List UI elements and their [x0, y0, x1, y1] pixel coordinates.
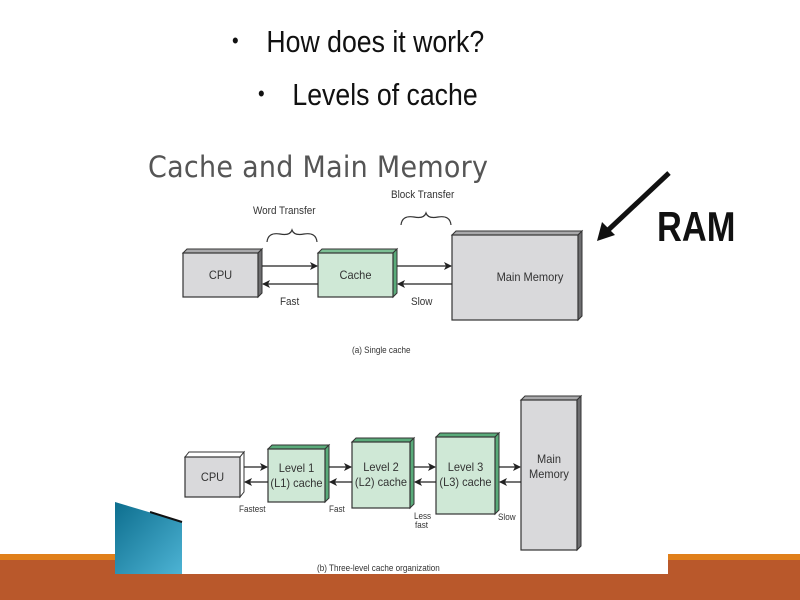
box-cpu-single [181, 247, 264, 299]
box-label-main-memory-three: Main Memory [523, 452, 575, 492]
label-slow: Slow [411, 296, 433, 308]
bullet-item: • How does it work? [232, 24, 484, 60]
box-l3-cache [434, 431, 501, 516]
box-label-line: Level 1 [278, 460, 315, 475]
label-fast: Fast [280, 296, 300, 308]
box-label-line: (L3) cache [439, 475, 492, 489]
ram-arrow-shaft [602, 171, 671, 236]
label-fast-lower: fast [415, 520, 429, 530]
label-fast-three: Fast [329, 504, 345, 514]
figure-title: Cache and Main Memory [148, 150, 489, 184]
bullet-text: How does it work? [266, 24, 485, 59]
figure-image-area [182, 140, 668, 574]
box-cpu-three-level [183, 450, 246, 499]
bullet-marker: • [258, 80, 265, 106]
bullet-item: • Levels of cache [258, 77, 478, 113]
box-label-line: Level 2 [363, 460, 399, 474]
box-label-cpu-three: CPU [187, 457, 238, 497]
brace-word-transfer [266, 228, 318, 243]
box-label-l1: Level 1 (L1) cache [270, 449, 322, 502]
box-label-line: Level 3 [447, 460, 484, 474]
box-l2-cache [350, 436, 416, 510]
label-slow-three: Slow [498, 512, 516, 522]
box-l1-cache [266, 443, 331, 504]
box-label-cpu: CPU [208, 267, 233, 282]
box-label-line: CPU [200, 469, 225, 484]
box-label-line: (L1) cache [270, 475, 323, 490]
caption-single-cache: (a) Single cache [352, 345, 411, 355]
box-label-l3: Level 3 (L3) cache [438, 437, 492, 514]
label-block-transfer: Block Transfer [391, 189, 455, 201]
label-word-transfer: Word Transfer [253, 205, 316, 217]
label-fastest: Fastest [239, 504, 266, 514]
box-label-cache: Cache [339, 267, 372, 282]
box-label-line: Memory [529, 467, 569, 481]
box-cache-single [316, 247, 399, 299]
box-label-line: Main [537, 452, 561, 466]
box-main-memory-single [450, 229, 584, 322]
bullet-text: Levels of cache [292, 77, 478, 112]
label-less: Less [414, 511, 432, 521]
box-main-memory-three-level [519, 394, 583, 552]
teal-shape [115, 502, 182, 574]
caption-three-level: (b) Three-level cache organization [317, 563, 440, 573]
box-label-line: (L2) cache [354, 475, 408, 489]
ram-arrow-head [597, 222, 615, 241]
bullet-marker: • [232, 27, 239, 53]
box-label-l2: Level 2 (L2) cache [354, 442, 407, 508]
ram-label: RAM [657, 203, 736, 250]
box-label-main-memory: Main Memory [496, 270, 564, 284]
brace-block-transfer [400, 211, 452, 226]
teal-shape-edge [149, 511, 183, 523]
